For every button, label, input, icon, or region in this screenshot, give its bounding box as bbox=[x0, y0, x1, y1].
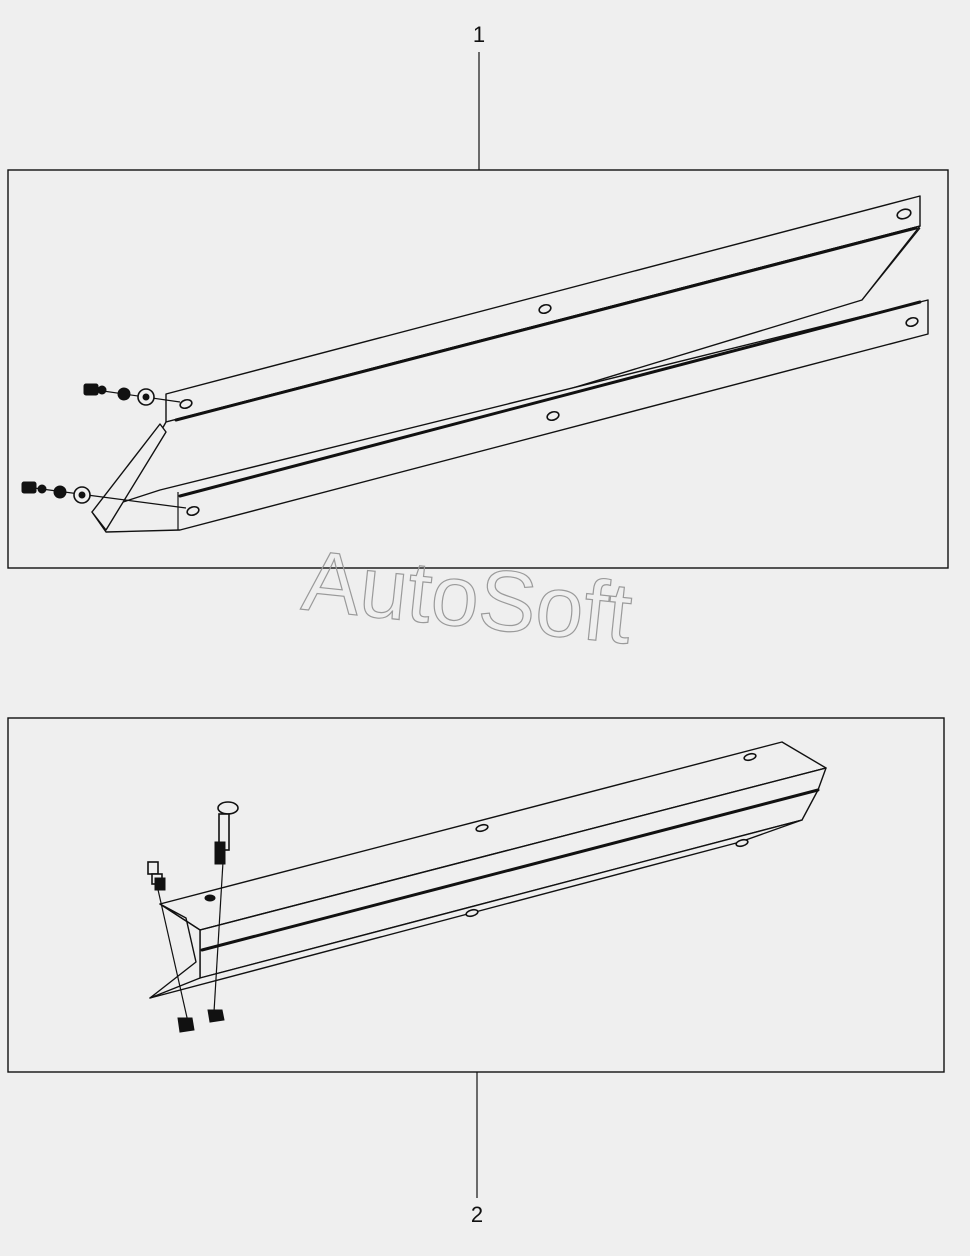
rail-2-slot-bottom-right bbox=[735, 838, 749, 848]
rail-1-slot-top-right bbox=[896, 208, 912, 220]
washer-hole-icon bbox=[78, 491, 86, 499]
rail-1[interactable] bbox=[91, 195, 929, 533]
rail-1-lower-crease bbox=[178, 300, 922, 498]
rail-2-middle-crease bbox=[200, 788, 820, 952]
lock-washer-icon bbox=[53, 485, 67, 499]
bolt-head-icon bbox=[21, 481, 37, 494]
washer-hole-icon bbox=[142, 393, 150, 401]
fastener-set-2-long-bolt[interactable] bbox=[204, 801, 239, 1023]
washer-icon bbox=[204, 894, 216, 902]
rail-1-slot-top-middle bbox=[538, 303, 552, 315]
rail-2-slot-top-middle bbox=[475, 823, 489, 833]
bolt-collar-icon bbox=[97, 385, 107, 395]
bolt-head-icon bbox=[217, 801, 239, 815]
panel-2 bbox=[7, 717, 945, 1073]
rail-2-end-face bbox=[149, 903, 201, 999]
rail-1-upper-crease bbox=[174, 226, 918, 422]
bolt-head-icon bbox=[83, 383, 99, 396]
rail-1-far-edge bbox=[861, 227, 921, 301]
rail-1-end-face bbox=[91, 423, 167, 531]
fastener-set-1-lower[interactable] bbox=[21, 481, 187, 509]
bolt-head-icon bbox=[147, 861, 159, 875]
rail-2[interactable] bbox=[149, 741, 827, 999]
rail-2-top-crease bbox=[199, 767, 827, 931]
fastener-set-2-short-bolt[interactable] bbox=[147, 861, 195, 1033]
rail-2-slot-bottom-middle bbox=[465, 908, 479, 918]
nut-icon bbox=[177, 1017, 195, 1033]
rail-1-lower-flange bbox=[91, 299, 929, 533]
rail-1-slot-bottom-right bbox=[905, 316, 919, 328]
rail-1-slot-bottom-left bbox=[186, 505, 200, 517]
lock-washer-icon bbox=[117, 387, 131, 401]
rail-1-slot-bottom-middle bbox=[546, 410, 560, 422]
callout-1-number: 1 bbox=[473, 22, 485, 47]
nut-icon bbox=[207, 1009, 225, 1023]
rail-2-slot-top-right bbox=[743, 752, 757, 762]
rail-1-slot-top-left bbox=[179, 398, 193, 410]
fastener-set-1-upper[interactable] bbox=[83, 383, 181, 406]
fastener-axis-icon bbox=[153, 871, 189, 1023]
bolt-thread-icon bbox=[154, 877, 166, 891]
panel-1 bbox=[7, 169, 949, 569]
callout-1[interactable]: 1 bbox=[473, 22, 485, 170]
bolt-collar-icon bbox=[37, 484, 47, 494]
bolt-thread-icon bbox=[214, 841, 226, 865]
callout-2-number: 2 bbox=[471, 1202, 483, 1227]
callout-2[interactable]: 2 bbox=[471, 1072, 483, 1227]
